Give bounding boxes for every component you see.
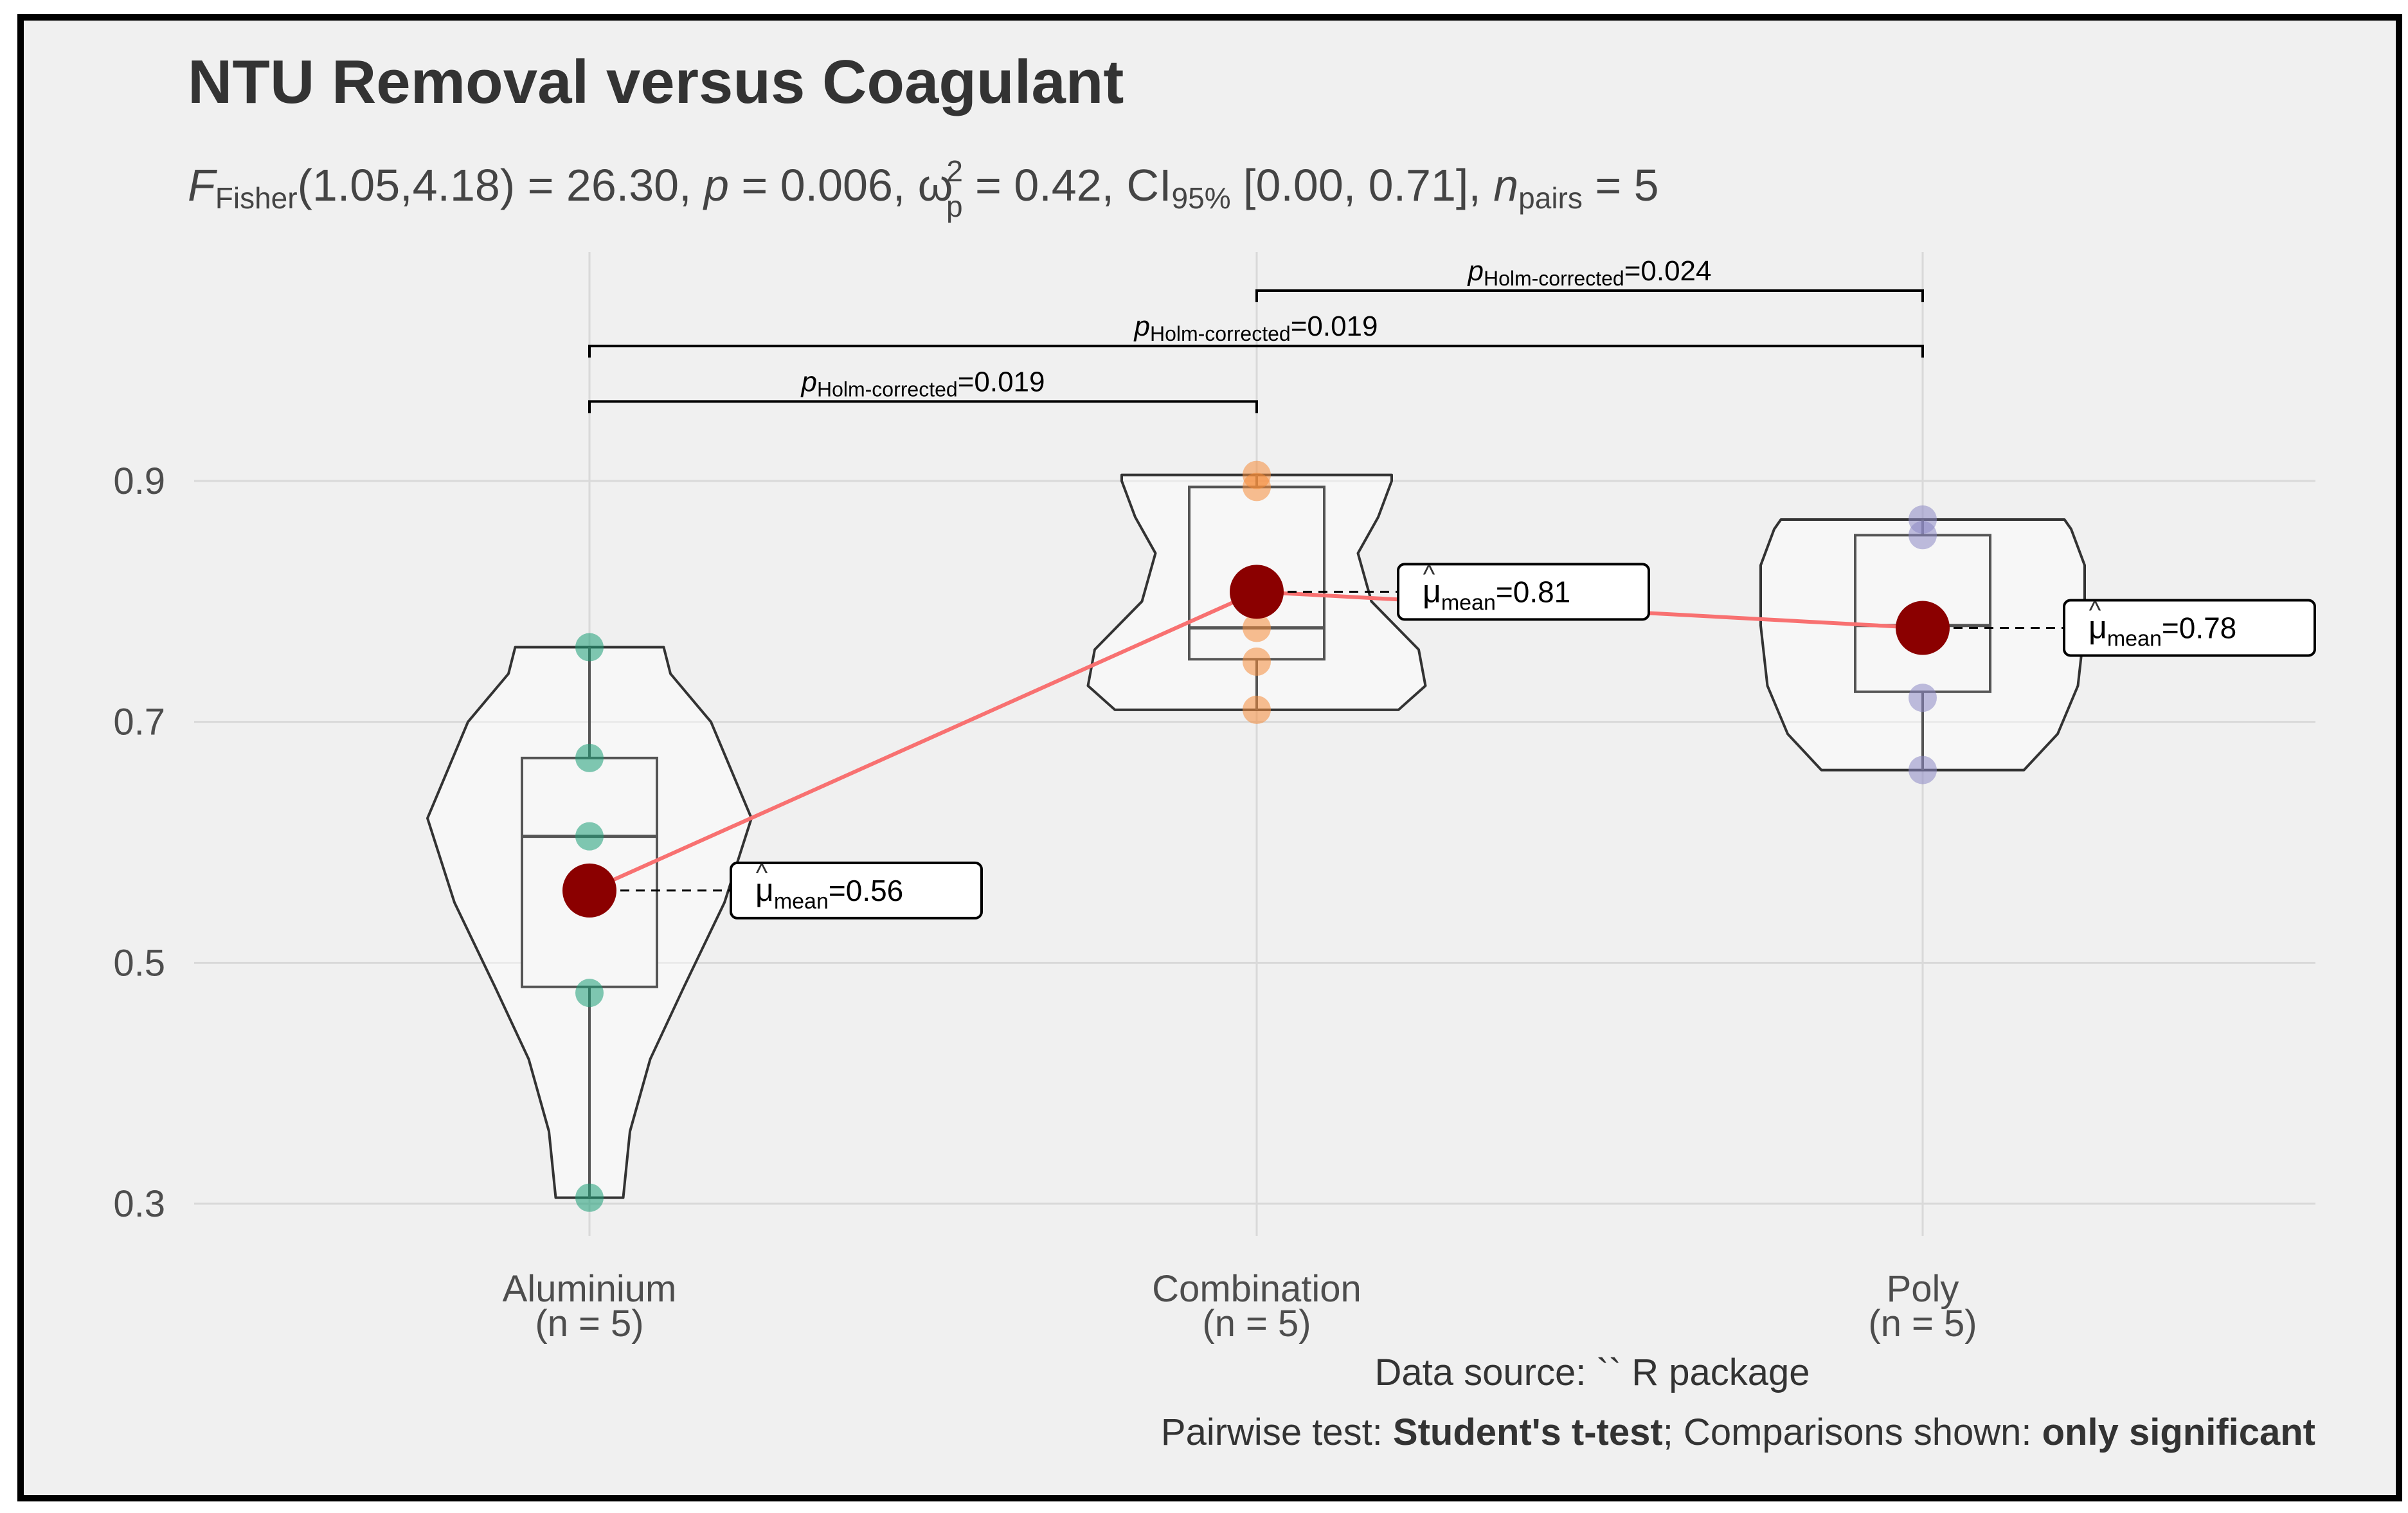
x-tick-count: (n = 5) (535, 1303, 643, 1345)
plot-frame: NTU Removal versus Coagulant FFisher(1.0… (17, 14, 2402, 1501)
subtitle-ci-text: [0.00, 0.71], (1231, 160, 1494, 210)
subtitle-f-symbol: F (188, 160, 218, 210)
data-point (575, 633, 604, 662)
subtitle-ci-sub: 95% (1172, 181, 1231, 215)
comparison-bracket (588, 400, 1258, 413)
caption-pairwise-prefix: Pairwise test: (1161, 1411, 1393, 1453)
data-point (575, 1183, 604, 1212)
subtitle-p-text: = 0.006, (729, 160, 918, 210)
data-point (1909, 756, 1937, 784)
data-point (575, 822, 604, 851)
x-axis-ticks: Aluminium(n = 5)Combination(n = 5)Poly(n… (503, 1268, 1977, 1345)
comparison-bracket (588, 345, 1924, 358)
comparison-p-value: =0.024 (1624, 255, 1712, 287)
mean-label-symbol: μ (755, 872, 774, 908)
mean-label-box (1397, 563, 1650, 621)
caption-pairwise: Pairwise test: Student's t-test; Compari… (1161, 1411, 2315, 1453)
comparison-p-value: =0.019 (1291, 311, 1378, 342)
subtitle-stat: (1.05,4.18) = 26.30, (298, 160, 704, 210)
mean-label-sub: mean (1441, 590, 1496, 615)
mean-points: μmean=0.56^μmean=0.81^μmean=0.78^ (562, 560, 2316, 920)
caption-pairwise-shown: only significant (2042, 1411, 2315, 1453)
subtitle-omega: ω (918, 160, 953, 210)
comparison-label: pHolm-corrected=0.024 (1466, 255, 1711, 290)
x-tick-count: (n = 5) (1202, 1303, 1311, 1345)
comparison-bracket (1255, 289, 1924, 303)
x-tick-count: (n = 5) (1868, 1303, 1977, 1345)
subtitle-f-sub: Fisher (215, 181, 298, 215)
caption-pairwise-test: Student's t-test (1393, 1411, 1663, 1453)
comparison-label: pHolm-corrected=0.019 (1133, 311, 1378, 345)
x-tick-label: Aluminium (503, 1268, 677, 1310)
comparison-p-symbol: p (1133, 311, 1149, 342)
mean-point-combination (1230, 565, 1284, 619)
subtitle-omega-text: = 0.42, CI (963, 160, 1172, 210)
caption-pairwise-mid: ; Comparisons shown: (1663, 1411, 2042, 1453)
data-point (1243, 695, 1271, 724)
subtitle-omega-sup: 2 (946, 154, 963, 188)
mean-label-value: =0.56 (829, 874, 903, 907)
y-tick-label: 0.9 (113, 460, 165, 502)
x-tick-label: Poly (1887, 1268, 1959, 1310)
caption-source: Data source: `` R package (1375, 1352, 1810, 1393)
mean-label-hat: ^ (756, 859, 768, 887)
comparison-p-sub: Holm-corrected (817, 377, 958, 401)
data-point (575, 743, 604, 772)
mean-label-text: μmean=0.56 (755, 872, 903, 914)
chart-title: NTU Removal versus Coagulant (188, 48, 1124, 116)
mean-label-text: μmean=0.81 (1423, 573, 1570, 615)
comparison-brackets: pHolm-corrected=0.019pHolm-corrected=0.0… (588, 255, 1924, 413)
comparison-p-symbol: p (800, 366, 816, 397)
mean-label-hat: ^ (2089, 597, 2101, 625)
y-tick-label: 0.3 (113, 1183, 165, 1225)
subtitle-omega-sub: p (946, 190, 963, 223)
comparison-p-sub: Holm-corrected (1484, 267, 1624, 290)
comparison-p-value: =0.019 (958, 366, 1045, 397)
subtitle-n-text: = 5 (1583, 160, 1659, 210)
mean-label-symbol: μ (1423, 573, 1441, 609)
x-tick-label: Combination (1152, 1268, 1361, 1310)
comparison-p-sub: Holm-corrected (1150, 322, 1291, 345)
data-point (1909, 521, 1937, 550)
mean-label-sub: mean (2107, 627, 2162, 651)
mean-label-value: =0.81 (1496, 575, 1570, 608)
mean-label-symbol: μ (2089, 610, 2107, 646)
y-tick-label: 0.5 (113, 942, 165, 984)
subtitle-p-symbol: p (703, 160, 729, 210)
y-tick-label: 0.7 (113, 702, 165, 743)
mean-label-sub: mean (774, 889, 829, 914)
y-axis-ticks: 0.3 0.5 0.7 0.9 (113, 460, 165, 1225)
mean-point-poly (1896, 601, 1950, 655)
mean-label-text: μmean=0.78 (2089, 610, 2236, 651)
mean-label-box (730, 861, 983, 920)
data-point (1243, 648, 1271, 676)
subtitle-n-symbol: n (1493, 160, 1518, 210)
data-point (1243, 473, 1271, 502)
mean-point-aluminium (562, 863, 616, 918)
data-points (575, 460, 1937, 1212)
mean-label-value: =0.78 (2162, 612, 2236, 645)
chart-subtitle: FFisher(1.05,4.18) = 26.30, p = 0.006, ω… (188, 154, 1659, 223)
subtitle-n-sub: pairs (1518, 181, 1583, 215)
mean-label-box (2063, 599, 2316, 657)
chart-svg: NTU Removal versus Coagulant FFisher(1.0… (113, 48, 2316, 1453)
data-point (1243, 613, 1271, 642)
data-point (1909, 684, 1937, 712)
data-point (575, 979, 604, 1008)
mean-label-hat: ^ (1423, 560, 1435, 588)
comparison-p-symbol: p (1466, 255, 1483, 287)
comparison-label: pHolm-corrected=0.019 (800, 366, 1045, 401)
